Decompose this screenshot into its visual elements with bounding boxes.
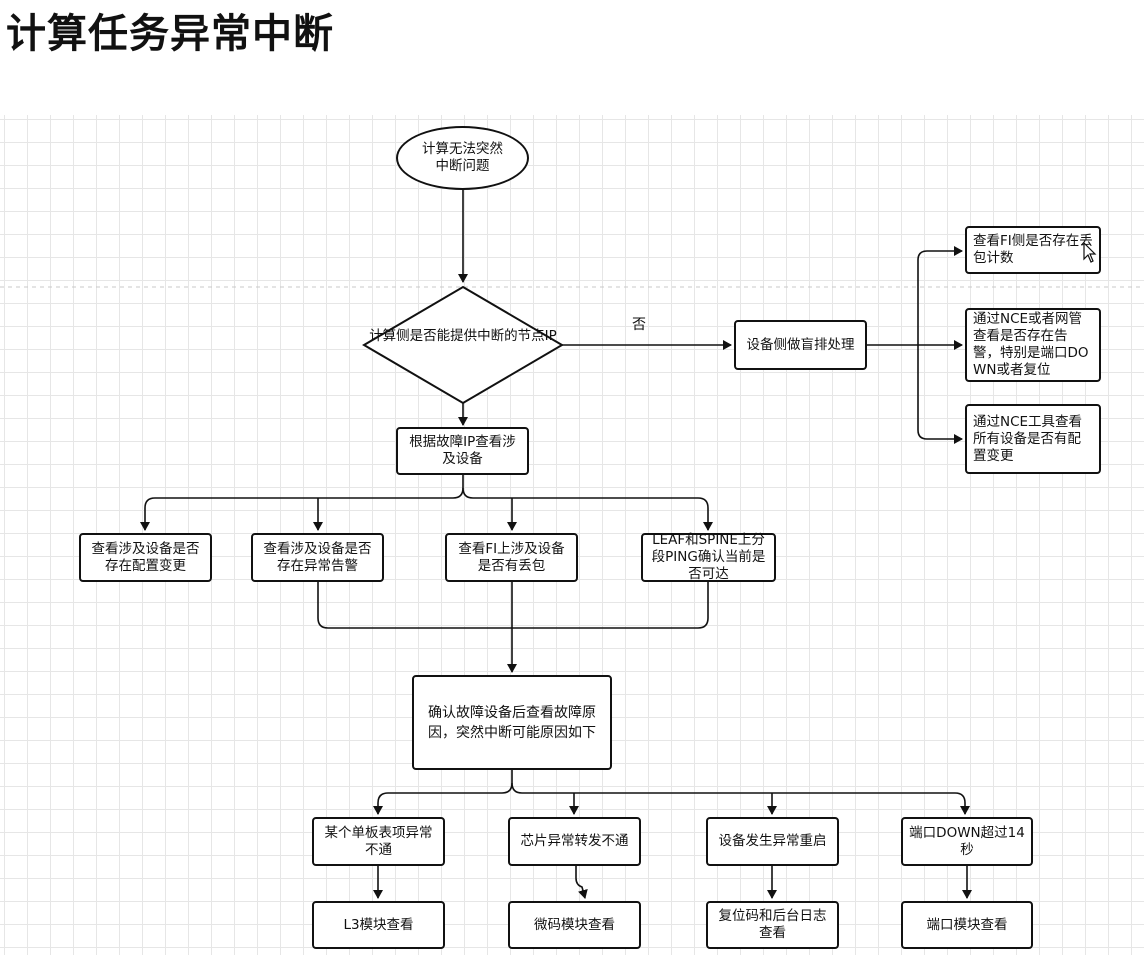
fi-packet-loss-box: 查看FI侧是否存在丢包计数: [965, 226, 1101, 274]
cause-chip-forward-box: 芯片异常转发不通: [508, 817, 641, 866]
edge-merge: [317, 582, 709, 629]
action-l3-module-box: L3模块查看: [312, 901, 445, 949]
edge-action-2: [575, 866, 588, 899]
action-microcode-module-box: 微码模块查看: [508, 901, 641, 949]
page-title: 计算任务异常中断: [6, 11, 334, 57]
start-node: 计算无法突然中断问题: [396, 126, 529, 190]
edge-cause-1: [373, 770, 513, 815]
check-ping-box: LEAF和SPINE上分段PING确认当前是否可达: [641, 532, 776, 582]
edge-check-4: [462, 487, 713, 531]
cause-device-reboot-box: 设备发生异常重启: [706, 817, 839, 866]
cause-port-down-box: 端口DOWN超过14秒: [901, 817, 1033, 866]
edge-fan-1: [917, 246, 963, 345]
check-alarm-box: 查看涉及设备是否存在异常告警: [251, 533, 384, 582]
check-fi-loss-box: 查看FI上涉及设备是否有丢包: [445, 533, 578, 582]
edge-fan-3: [917, 345, 963, 444]
blind-troubleshoot-box: 设备侧做盲排处理: [734, 320, 867, 370]
no-label: 否: [632, 317, 646, 333]
action-reset-log-box: 复位码和后台日志查看: [706, 901, 839, 949]
mouse-cursor-icon: [1083, 242, 1097, 263]
edge-check-1: [140, 475, 464, 531]
decision-diamond: [362, 285, 564, 405]
cause-board-entry-box: 某个单板表项异常不通: [312, 817, 445, 866]
find-devices-box: 根据故障IP查看涉及设备: [396, 427, 529, 475]
action-port-module-box: 端口模块查看: [901, 901, 1033, 949]
confirm-cause-box: 确认故障设备后查看故障原因，突然中断可能原因如下: [412, 675, 612, 770]
decision-label: 计算侧是否能提供中断的节点IP: [369, 328, 557, 344]
nce-config-box: 通过NCE工具查看所有设备是否有配置变更: [965, 404, 1101, 474]
nce-alarm-box: 通过NCE或者网管查看是否存在告警，特别是端口DOWN或者复位: [965, 308, 1101, 382]
check-config-change-box: 查看涉及设备是否存在配置变更: [79, 533, 212, 582]
edge-cause-4: [511, 782, 970, 815]
